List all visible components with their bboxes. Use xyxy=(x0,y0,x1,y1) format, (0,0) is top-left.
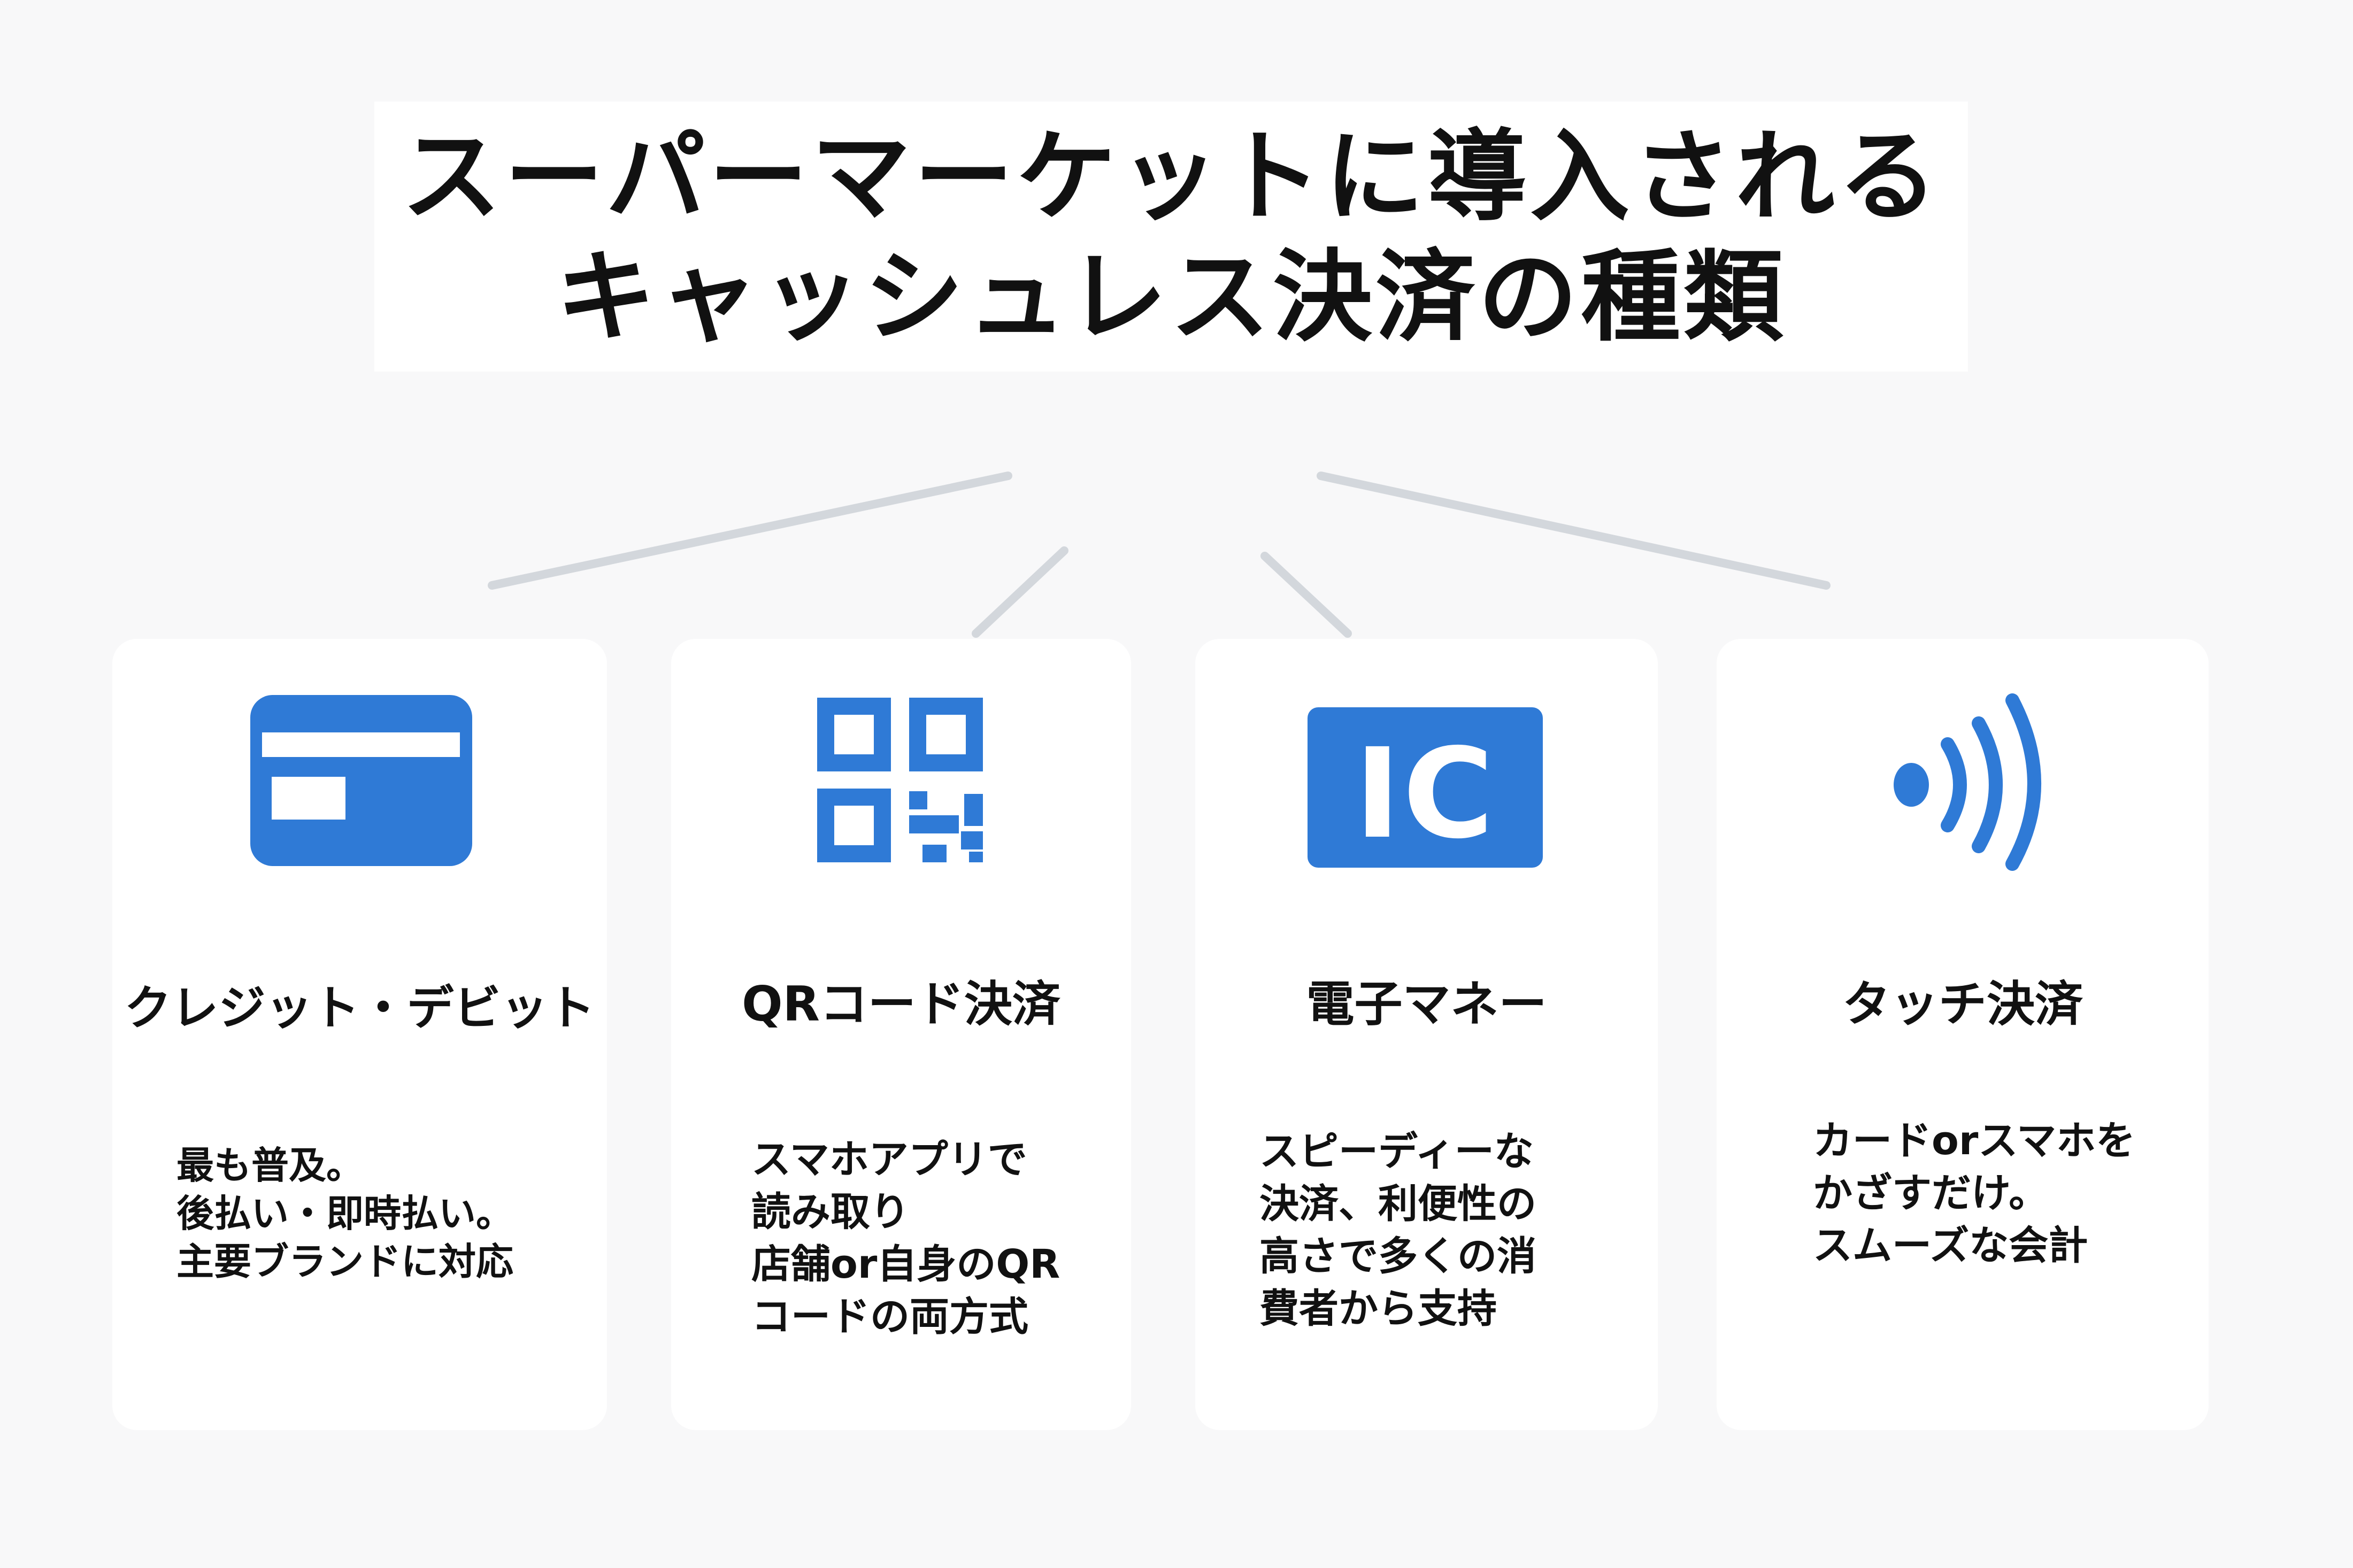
card-description: スマホアプリで 読み取り 店舗or自身のQR コードの両方式 xyxy=(751,1133,1060,1343)
description-line: スマホアプリで xyxy=(751,1137,1027,1183)
description-line: スピーディーな xyxy=(1259,1129,1534,1175)
diagram-title-line-2: キャッシュレス決済の種類 xyxy=(556,238,1787,355)
card-title: QRコード決済 xyxy=(742,976,1060,1032)
card-qr-payment: QRコード決済 スマホアプリで 読み取り 店舗or自身のQR コードの両方式 xyxy=(671,639,1131,1430)
card-touch-payment: タッチ決済 カードorスマホを かざすだけ。 スムーズな会計 xyxy=(1717,639,2209,1430)
connector-lines xyxy=(488,472,1831,638)
card-title: クレジット・デビット xyxy=(124,980,595,1036)
qr-code-icon xyxy=(817,698,983,862)
contactless-icon xyxy=(1894,693,2041,871)
card-description: スピーディーな 決済、利便性の 高さで多くの消 費者から支持 xyxy=(1259,1125,1536,1335)
card-credit-debit: クレジット・デビット 最も普及。 後払い・即時払い。 主要ブランドに対応 xyxy=(112,639,607,1430)
connector-line-touch xyxy=(1317,472,1831,590)
description-line: かざすだけ。 xyxy=(1813,1170,2049,1216)
ic-label: IC xyxy=(1355,722,1496,866)
credit-card-icon xyxy=(250,695,472,866)
description-line: 店舗or自身のQR xyxy=(751,1241,1060,1287)
connector-line-qr xyxy=(972,546,1068,638)
description-line: 読み取り xyxy=(751,1189,910,1235)
card-title: 電子マネー xyxy=(1306,976,1547,1032)
card-description: 最も普及。 後払い・即時払い。 主要ブランドに対応 xyxy=(176,1141,513,1286)
description-line: スムーズな会計 xyxy=(1813,1223,2088,1269)
description-line: 主要ブランドに対応 xyxy=(176,1240,513,1284)
card-electronic-money: IC 電子マネー スピーディーな 決済、利便性の 高さで多くの消 費者から支持 xyxy=(1195,639,1658,1430)
description-line: カードorスマホを xyxy=(1813,1118,2136,1164)
title-box: スーパーマーケットに導入される キャッシュレス決済の種類 xyxy=(374,102,1968,372)
description-line: 後払い・即時払い。 xyxy=(176,1192,513,1235)
connector-line-credit xyxy=(488,472,1012,590)
description-line: コードの両方式 xyxy=(751,1294,1028,1340)
connector-line-emoney xyxy=(1260,552,1352,638)
card-title: タッチ決済 xyxy=(1842,976,2083,1032)
description-line: 高さで多くの消 xyxy=(1259,1233,1536,1279)
description-line: 費者から支持 xyxy=(1259,1286,1497,1332)
ic-chip-icon: IC xyxy=(1308,707,1543,868)
description-line: 決済、利便性の xyxy=(1259,1181,1536,1227)
description-line: 最も普及。 xyxy=(176,1144,364,1187)
card-description: カードorスマホを かざすだけ。 スムーズな会計 xyxy=(1813,1115,2135,1272)
diagram-title-line-1: スーパーマーケットに導入される xyxy=(401,118,1941,235)
